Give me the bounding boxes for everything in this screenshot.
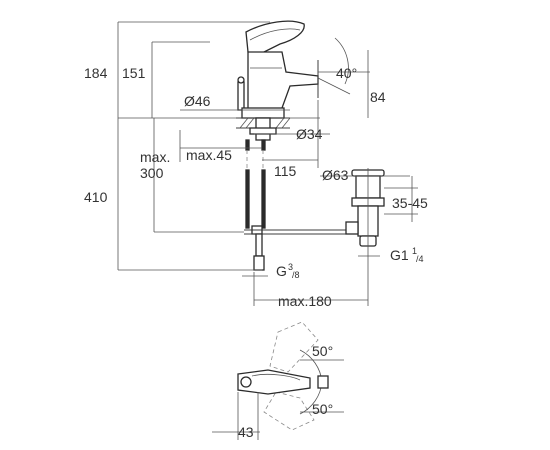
svg-text:3: 3 [288,262,293,272]
popup-knob [237,76,245,84]
label-3545: 35-45 [392,195,428,211]
svg-text:/8: /8 [292,270,300,280]
label-g38: G 3 /8 [276,262,300,280]
svg-text:G1: G1 [390,247,409,263]
label-410: 410 [84,189,108,205]
hose-upper-left [245,139,250,151]
label-151: 151 [122,65,146,81]
faucet-top-view: 50° 50° 43 [212,321,344,440]
angle-40-ray [317,77,351,95]
label-angle-50-bottom: 50° [312,401,333,417]
svg-text:/4: /4 [416,254,424,264]
label-max-word: max. [140,149,170,165]
lever-handle [245,20,305,57]
lever-swing-up [269,321,319,373]
popup-rod [237,81,245,111]
top-view-body [237,369,311,395]
lever-swing-down [263,391,315,431]
hose-lower-left [245,169,250,229]
label-dia46: Ø46 [184,93,211,109]
waste-fitting [345,168,385,248]
supply-pipe [255,233,263,257]
top-view-popup-knob [240,376,252,388]
label-300: 300 [140,165,164,181]
label-43: 43 [238,424,254,440]
label-max45: max.45 [186,147,232,163]
label-g1-1-4: G1 1 /4 [390,246,424,264]
label-angle-50-top: 50° [312,343,333,359]
supply-nut [253,255,265,271]
waste-linkage [345,221,359,235]
mounting-nut [249,127,277,135]
label-max180: max.180 [278,293,332,309]
faucet-body [247,51,319,111]
angle-40-arc [334,37,349,85]
hose-lower-right [261,169,266,229]
label-184: 184 [84,65,108,81]
label-84: 84 [370,89,386,105]
svg-text:G: G [276,263,287,279]
faucet-side-view [118,20,348,271]
base-plate [241,107,285,119]
label-dia34: Ø34 [296,126,323,142]
label-115: 115 [274,163,297,179]
dimensions [117,22,418,306]
lever-highlight [249,28,301,41]
dimension-labels: 184 151 410 40° 84 Ø46 Ø34 max. 300 max.… [84,65,428,309]
svg-text:1: 1 [412,246,417,256]
top-view-lever-line [251,373,301,381]
top-view-spout [317,375,329,389]
label-dia63: Ø63 [322,167,349,183]
label-angle-40: 40° [336,65,357,81]
hose-upper-right [261,139,266,151]
